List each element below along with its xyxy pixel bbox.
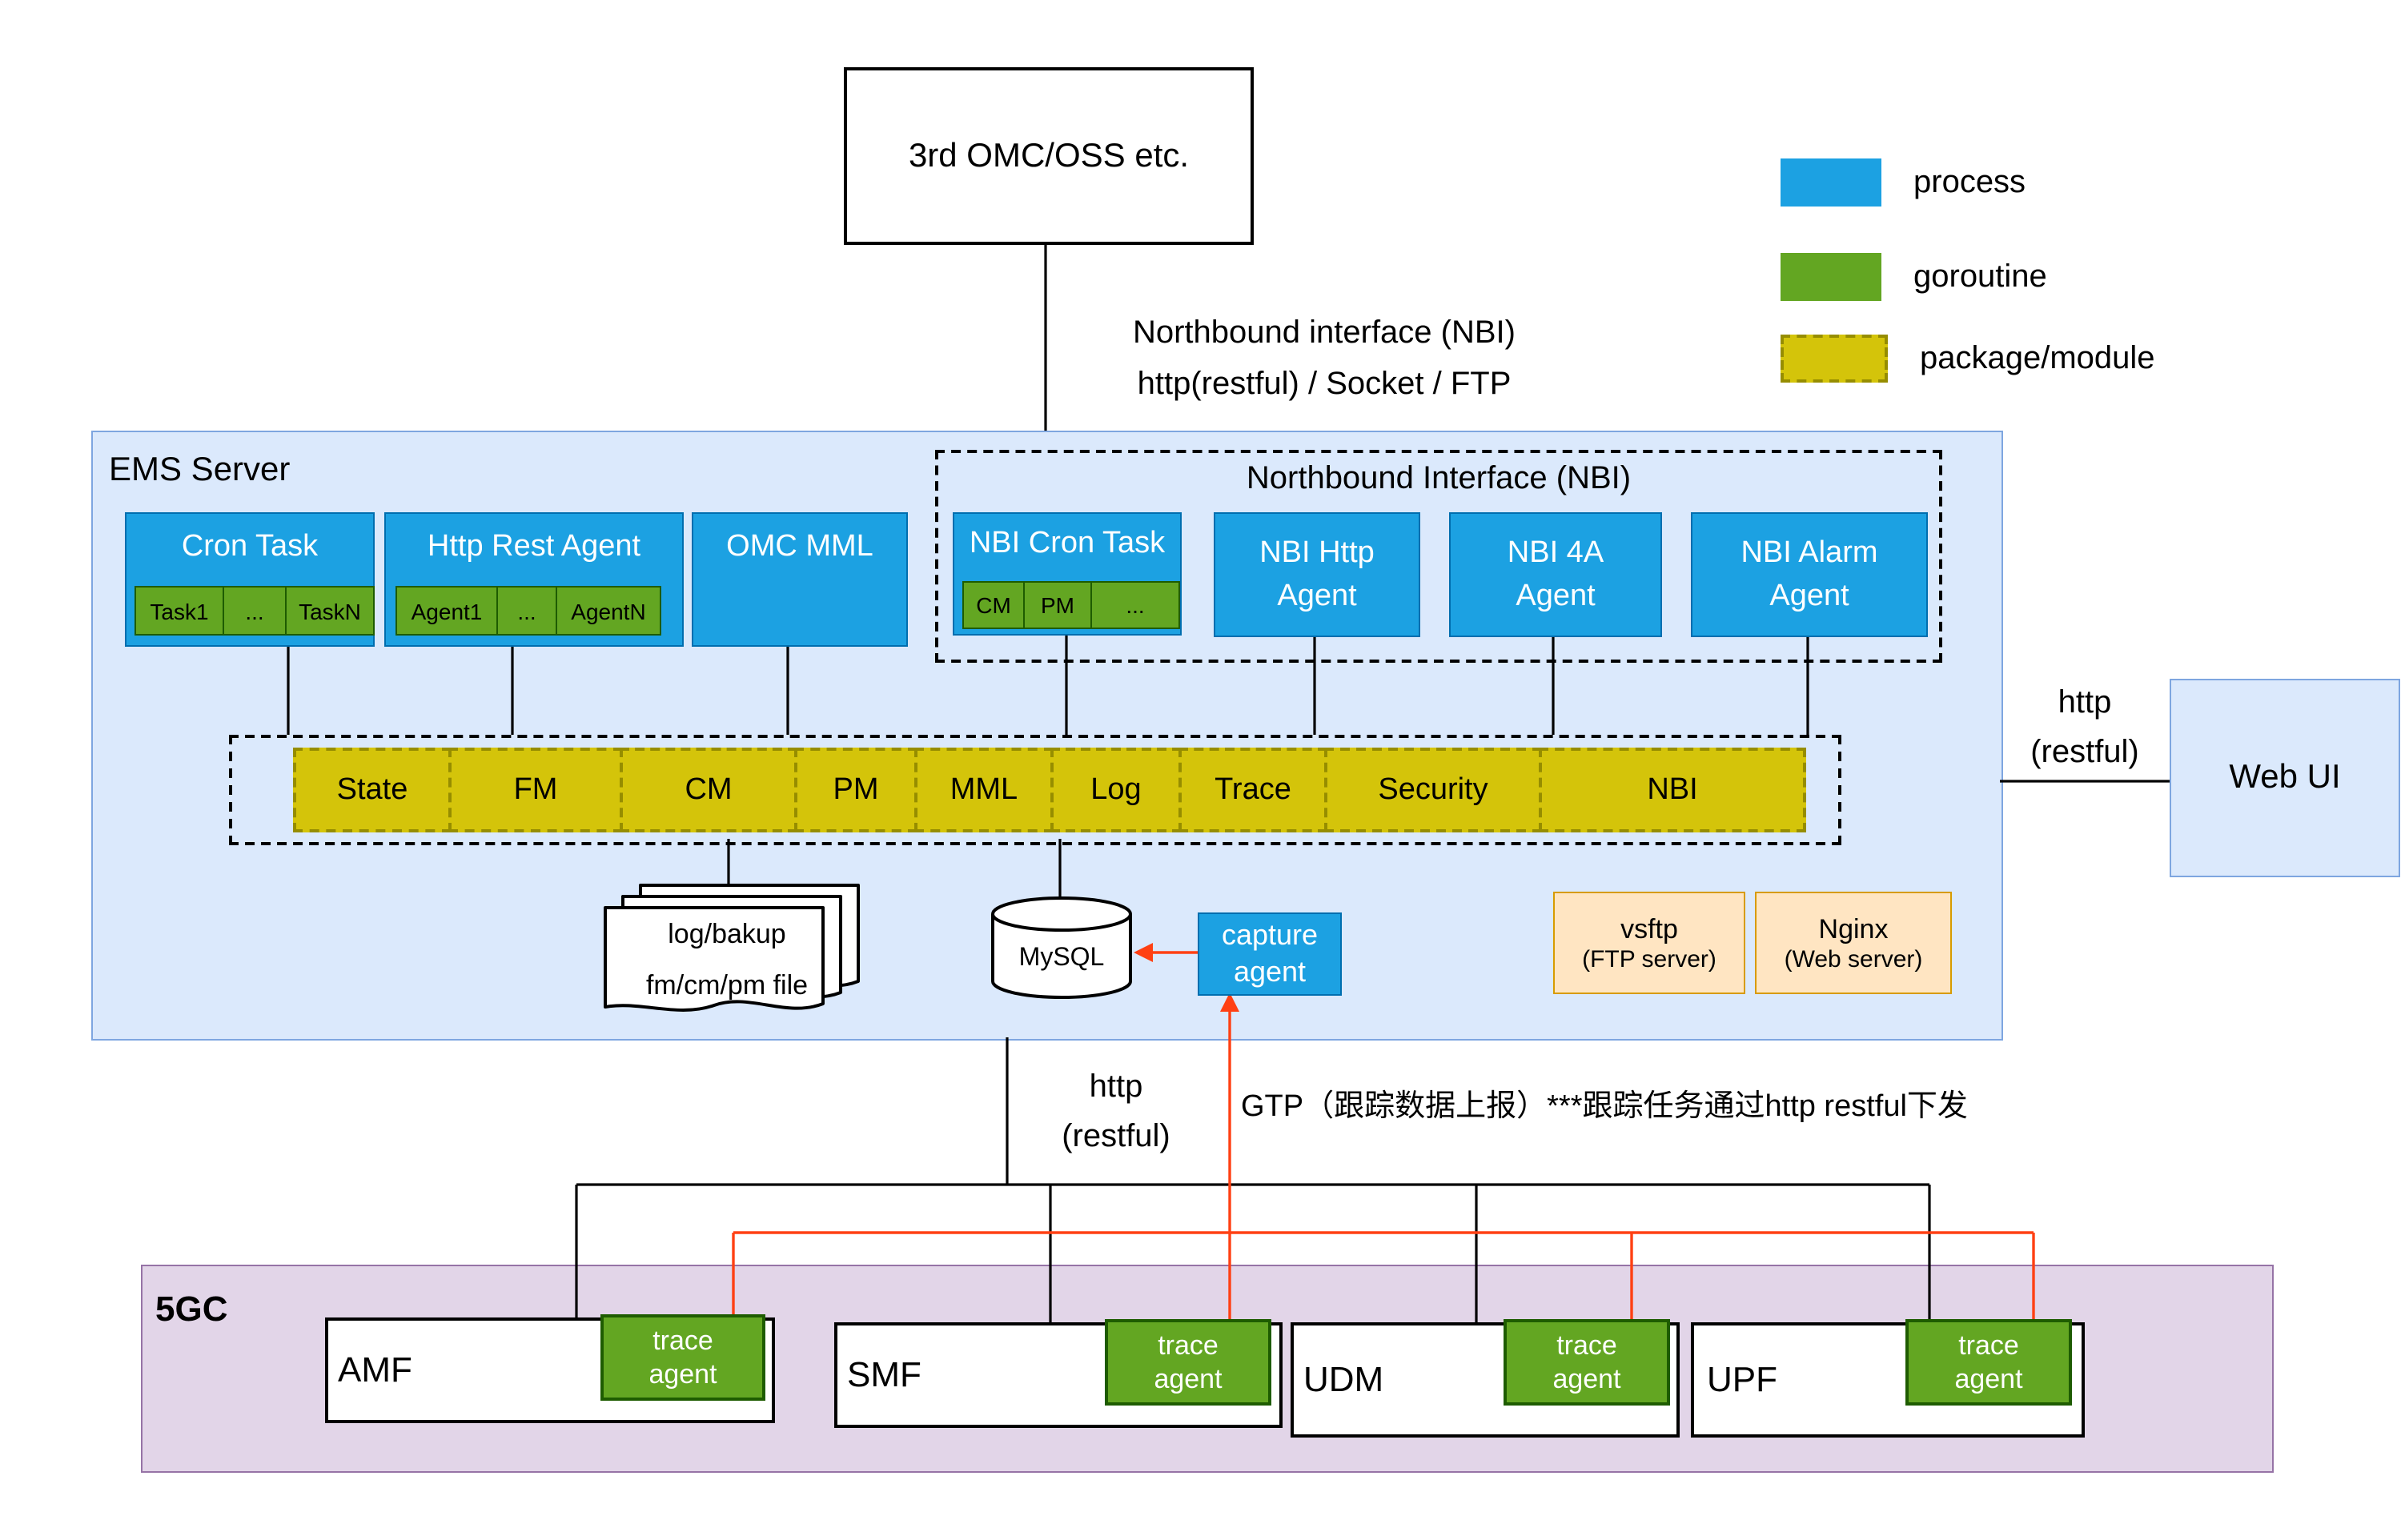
agent-cell: Agent1	[395, 586, 498, 636]
nbi-alarm-agent-label: NBI Alarm Agent	[1741, 536, 1878, 613]
module-log: Log	[1050, 748, 1182, 832]
nbi-note-line2: http(restful) / Socket / FTP	[1137, 367, 1512, 402]
vsftp-sublabel: (FTP server)	[1582, 945, 1716, 973]
module-mml: MML	[914, 748, 1054, 832]
amf-trace-agent-label: trace agent	[648, 1325, 717, 1390]
upf-trace-agent-box: trace agent	[1905, 1319, 2072, 1406]
ems-server-title: EMS Server	[109, 451, 291, 488]
smf-trace-agent-label: trace agent	[1154, 1330, 1223, 1394]
nbi-note: Northbound interface (NBI) http(restful)…	[1060, 307, 1588, 410]
nbi-cron-cell: PM	[1023, 581, 1092, 629]
capture-agent-box: capture agent	[1198, 912, 1342, 996]
cron-task-box: Cron Task Task1 ... TaskN	[125, 512, 375, 647]
south-link-line1: http	[1089, 1069, 1143, 1105]
omc-mml-label: OMC MML	[726, 530, 873, 563]
gtp-note: GTP（跟踪数据上报）***跟踪任务通过http restful下发	[1241, 1090, 1968, 1124]
webui-link-label: http (restful)	[2005, 679, 2165, 778]
nbi-alarm-agent-box: NBI Alarm Agent	[1691, 512, 1928, 637]
webui-link-line2: (restful)	[2030, 735, 2139, 770]
module-nbi: NBI	[1539, 748, 1806, 832]
omc-oss-box: 3rd OMC/OSS etc.	[844, 67, 1254, 245]
module-cm: CM	[620, 748, 797, 832]
cron-task-cell: TaskN	[285, 586, 375, 636]
south-link-label: http (restful)	[1036, 1063, 1196, 1162]
module-trace: Trace	[1178, 748, 1327, 832]
udm-trace-agent-label: trace agent	[1552, 1330, 1621, 1394]
omc-mml-box: OMC MML	[692, 512, 908, 647]
cron-task-title: Cron Task	[181, 530, 319, 563]
mysql-database-icon	[991, 896, 1132, 999]
nbi-4a-agent-label: NBI 4A Agent	[1507, 536, 1604, 613]
nbi-http-agent-label: NBI Http Agent	[1259, 536, 1375, 613]
nginx-sublabel: (Web server)	[1784, 945, 1923, 973]
cron-task-cell: ...	[223, 586, 287, 636]
web-ui-label: Web UI	[2229, 759, 2341, 796]
package-swatch-icon	[1781, 335, 1888, 383]
webui-link-line1: http	[2058, 685, 2112, 720]
south-link-line2: (restful)	[1062, 1119, 1170, 1154]
http-rest-agent-box: Http Rest Agent Agent1 ... AgentN	[384, 512, 684, 647]
omc-oss-label: 3rd OMC/OSS etc.	[908, 137, 1190, 174]
nginx-box: Nginx (Web server)	[1755, 892, 1952, 994]
nbi-cron-cell: CM	[962, 581, 1025, 629]
vsftp-label: vsftp	[1620, 913, 1678, 944]
legend-row-package: package/module	[1781, 335, 2155, 383]
file-stack-icon	[604, 884, 860, 1012]
amf-label: AMF	[338, 1350, 412, 1390]
files-label-line1: log/bakup	[668, 919, 786, 949]
module-fm: FM	[448, 748, 623, 832]
fivegc-title: 5GC	[155, 1289, 228, 1329]
files-label-line2: fm/cm/pm file	[645, 970, 809, 1001]
nbi-4a-agent-box: NBI 4A Agent	[1449, 512, 1662, 637]
amf-trace-agent-box: trace agent	[600, 1314, 765, 1401]
nbi-container-title: Northbound Interface (NBI)	[1246, 461, 1632, 496]
nbi-cron-task-title: NBI Cron Task	[969, 527, 1166, 560]
legend-package-label: package/module	[1920, 340, 2155, 375]
nbi-note-line1: Northbound interface (NBI)	[1132, 315, 1516, 351]
nbi-http-agent-box: NBI Http Agent	[1214, 512, 1420, 637]
udm-label: UDM	[1303, 1359, 1384, 1399]
http-rest-agent-title: Http Rest Agent	[427, 530, 641, 563]
process-swatch-icon	[1781, 158, 1881, 207]
module-pm: PM	[794, 748, 917, 832]
agent-cell: AgentN	[556, 586, 661, 636]
udm-trace-agent-box: trace agent	[1504, 1319, 1670, 1406]
nbi-cron-cell: ...	[1090, 581, 1180, 629]
upf-trace-agent-label: trace agent	[1954, 1330, 2023, 1394]
vsftp-box: vsftp (FTP server)	[1553, 892, 1745, 994]
cron-task-cell: Task1	[135, 586, 224, 636]
legend-process-label: process	[1913, 164, 2026, 199]
web-ui-box: Web UI	[2170, 679, 2400, 877]
smf-trace-agent-box: trace agent	[1105, 1319, 1271, 1406]
module-bar: State FM CM PM MML Log Trace Security NB…	[293, 748, 1806, 832]
legend-goroutine-label: goroutine	[1913, 259, 2047, 294]
mysql-label: MySQL	[1018, 944, 1105, 972]
nbi-cron-task-box: NBI Cron Task CM PM ...	[953, 512, 1182, 636]
module-security: Security	[1324, 748, 1542, 832]
module-state: State	[293, 748, 452, 832]
goroutine-swatch-icon	[1781, 253, 1881, 301]
agent-cell: ...	[496, 586, 557, 636]
capture-agent-label: capture agent	[1221, 919, 1319, 988]
legend-row-goroutine: goroutine	[1781, 253, 2047, 301]
upf-label: UPF	[1707, 1359, 1777, 1399]
nginx-label: Nginx	[1818, 913, 1889, 944]
nbi-dashed-container: Northbound Interface (NBI)	[935, 450, 1942, 663]
module-dashed-container	[229, 735, 1841, 845]
smf-label: SMF	[847, 1354, 921, 1394]
legend-row-process: process	[1781, 158, 2026, 207]
